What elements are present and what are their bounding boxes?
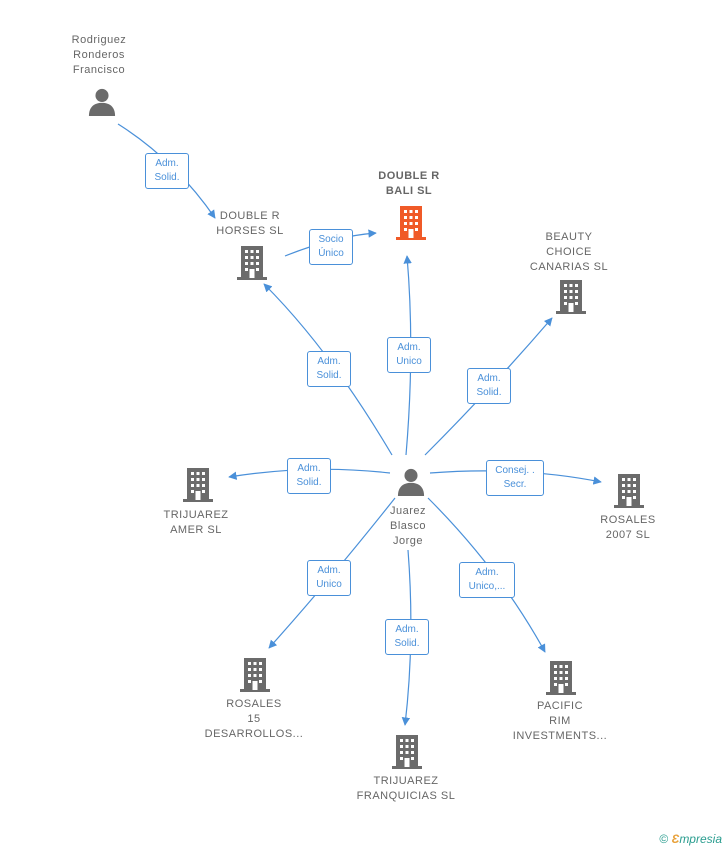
building-icon[interactable] [614, 474, 644, 508]
brand-logo-initial: Ɛ [671, 832, 680, 846]
building-icon[interactable] [546, 661, 576, 695]
copyright-icon: © [659, 832, 669, 846]
edge-label-rodriguez-horses[interactable]: Adm. Solid. [145, 153, 189, 189]
node-label-juarez[interactable]: Juarez Blasco Jorge [389, 505, 427, 547]
node-label-pacific-rim[interactable]: PACIFIC RIM INVESTMENTS... [512, 700, 608, 742]
edge-label-juarez-rosales2007[interactable]: Consej. . Secr. [486, 460, 544, 496]
node-label-rosales-15[interactable]: ROSALES 15 DESARROLLOS... [204, 698, 304, 740]
edge-label-juarez-beauty[interactable]: Adm. Solid. [467, 368, 511, 404]
building-icon[interactable] [240, 658, 270, 692]
edge-label-juarez-bali[interactable]: Adm. Unico [387, 337, 431, 373]
edge-label-juarez-rosales15[interactable]: Adm. Unico [307, 560, 351, 596]
building-icon[interactable] [396, 206, 426, 240]
brand-name: mpresia [679, 832, 722, 846]
node-label-rodriguez[interactable]: Rodriguez Ronderos Francisco [71, 34, 127, 76]
building-icon[interactable] [556, 280, 586, 314]
edge-label-juarez-amer[interactable]: Adm. Solid. [287, 458, 331, 494]
building-icon[interactable] [392, 735, 422, 769]
node-label-beauty-choice[interactable]: BEAUTY CHOICE CANARIAS SL [529, 231, 609, 273]
building-icon[interactable] [237, 246, 267, 280]
edge-label-juarez-franq[interactable]: Adm. Solid. [385, 619, 429, 655]
edge-label-horses-bali[interactable]: Socio Único [309, 229, 353, 265]
node-label-trijuarez-amer[interactable]: TRIJUAREZ AMER SL [163, 509, 229, 536]
person-icon[interactable] [397, 468, 425, 496]
building-icon[interactable] [183, 468, 213, 502]
node-label-double-r-bali[interactable]: DOUBLE R BALI SL [378, 170, 440, 197]
person-icon[interactable] [88, 88, 116, 116]
node-label-rosales-2007[interactable]: ROSALES 2007 SL [600, 514, 656, 541]
edge-label-juarez-horses[interactable]: Adm. Solid. [307, 351, 351, 387]
brand-watermark: © Ɛmpresia [659, 832, 722, 846]
node-label-double-r-horses[interactable]: DOUBLE R HORSES SL [216, 210, 284, 237]
node-label-trijuarez-franq[interactable]: TRIJUAREZ FRANQUICIAS SL [356, 775, 456, 802]
edge-label-juarez-pacific[interactable]: Adm. Unico,... [459, 562, 515, 598]
